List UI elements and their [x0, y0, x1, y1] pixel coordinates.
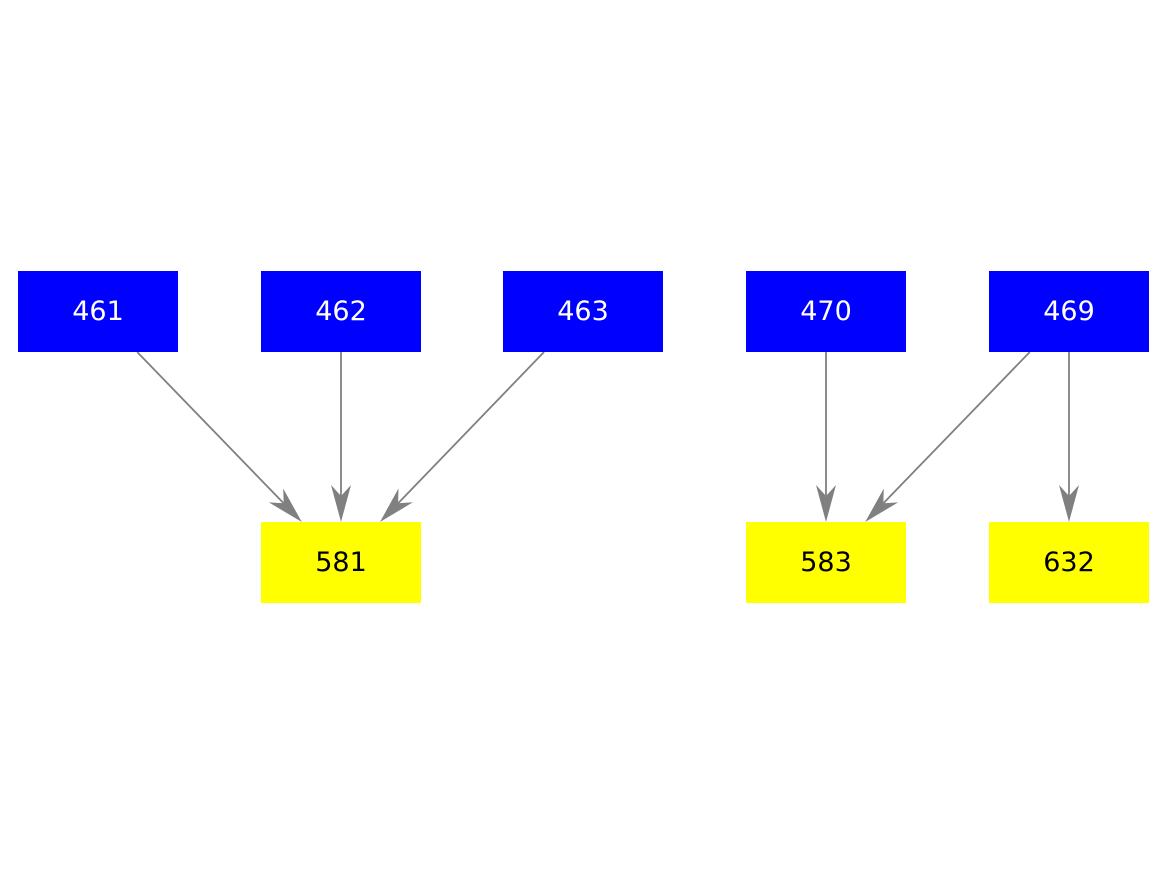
node-581 — [261, 522, 421, 603]
node-583 — [746, 522, 906, 603]
edge-461-581 — [136, 351, 286, 506]
edge-469-632-arrowhead-icon — [1059, 485, 1079, 522]
node-461 — [18, 271, 178, 352]
node-581-label: 581 — [315, 547, 367, 578]
edge-463-581-arrowhead-icon — [380, 488, 413, 522]
edge-462-581-arrowhead-icon — [331, 485, 351, 522]
edge-470-583-arrowhead-icon — [816, 485, 836, 522]
node-469 — [989, 271, 1149, 352]
node-470 — [746, 271, 906, 352]
node-469-label: 469 — [1043, 296, 1095, 327]
node-463 — [503, 271, 663, 352]
edge-469-583-arrowhead-icon — [865, 488, 899, 522]
edge-461-581-arrowhead-icon — [268, 488, 302, 522]
node-461-label: 461 — [72, 296, 124, 327]
node-463-label: 463 — [557, 296, 609, 327]
edge-463-581 — [396, 351, 545, 506]
node-632-label: 632 — [1043, 547, 1095, 578]
node-583-label: 583 — [800, 547, 852, 578]
edge-469-583 — [881, 351, 1031, 506]
node-632 — [989, 522, 1149, 603]
node-470-label: 470 — [800, 296, 852, 327]
node-462 — [261, 271, 421, 352]
node-462-label: 462 — [315, 296, 367, 327]
